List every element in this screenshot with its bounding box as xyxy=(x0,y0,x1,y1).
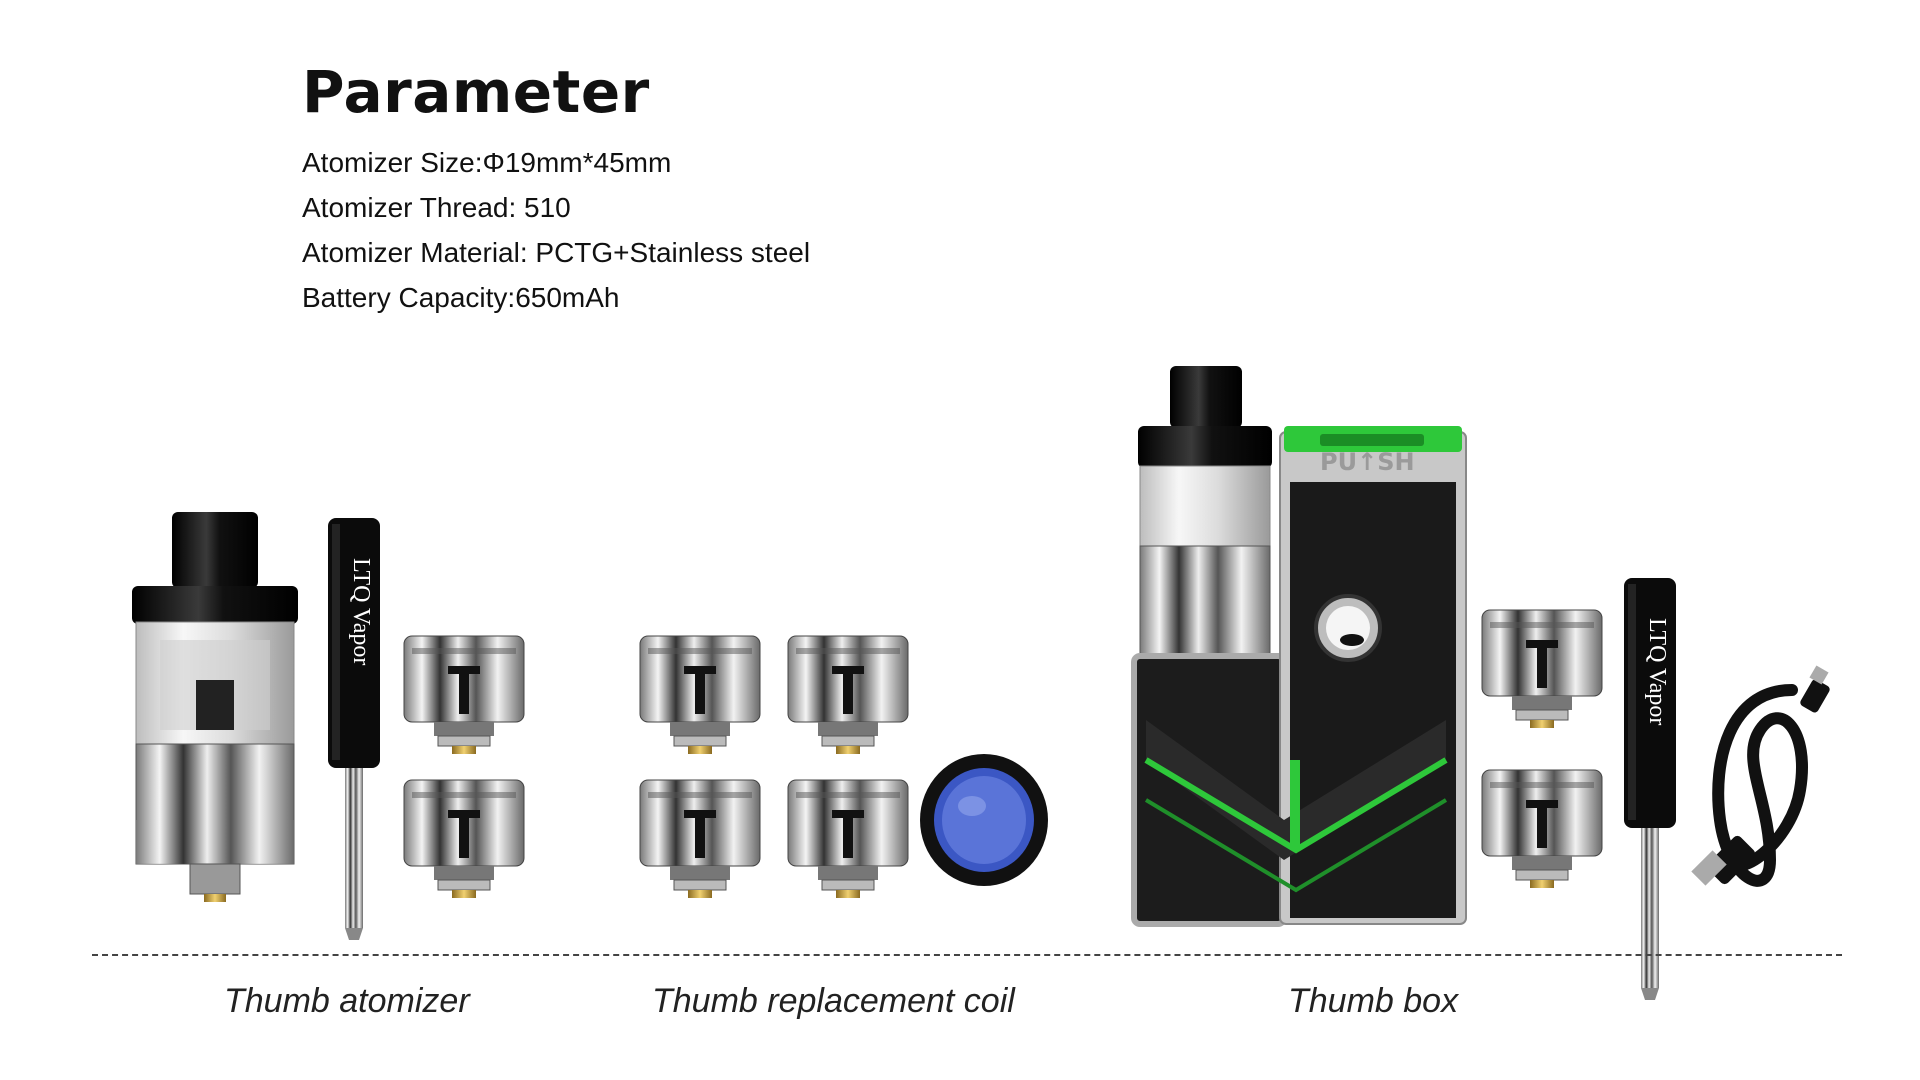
section-divider xyxy=(92,954,1842,956)
caption-coil: Thumb replacement coil xyxy=(652,982,1015,1020)
spec-atomizer-size: Atomizer Size:Φ19mm*45mm xyxy=(302,147,672,178)
usb-cable-image xyxy=(1691,665,1830,887)
box-screwdriver-image: LTQ Vapor xyxy=(1624,578,1676,1000)
atomizer-screwdriver-image: LTQ Vapor xyxy=(328,518,380,940)
screwdriver-brand-text-2: LTQ Vapor xyxy=(1644,618,1670,725)
spec-battery-capacity: Battery Capacity:650mAh xyxy=(302,282,620,313)
spec-atomizer-material: Atomizer Material: PCTG+Stainless steel xyxy=(302,237,811,268)
coil-product-image xyxy=(639,635,1048,899)
page-title: Parameter xyxy=(302,58,650,126)
caption-box: Thumb box xyxy=(1288,982,1459,1020)
box-spare-coil-top xyxy=(1481,609,1603,729)
box-product-image: PU↑SH xyxy=(1131,366,1467,927)
caption-atomizer: Thumb atomizer xyxy=(224,982,470,1020)
atomizer-spare-coil-bottom xyxy=(403,779,525,899)
atomizer-spare-coil-top xyxy=(403,635,525,755)
box-push-label: PU↑SH xyxy=(1320,448,1415,476)
atomizer-product-image xyxy=(132,512,298,902)
spec-list: Atomizer Size:Φ19mm*45mm Atomizer Thread… xyxy=(302,140,810,320)
box-spare-coil-bottom xyxy=(1481,769,1603,889)
screwdriver-brand-text: LTQ Vapor xyxy=(348,558,374,665)
spec-atomizer-thread: Atomizer Thread: 510 xyxy=(302,192,571,223)
